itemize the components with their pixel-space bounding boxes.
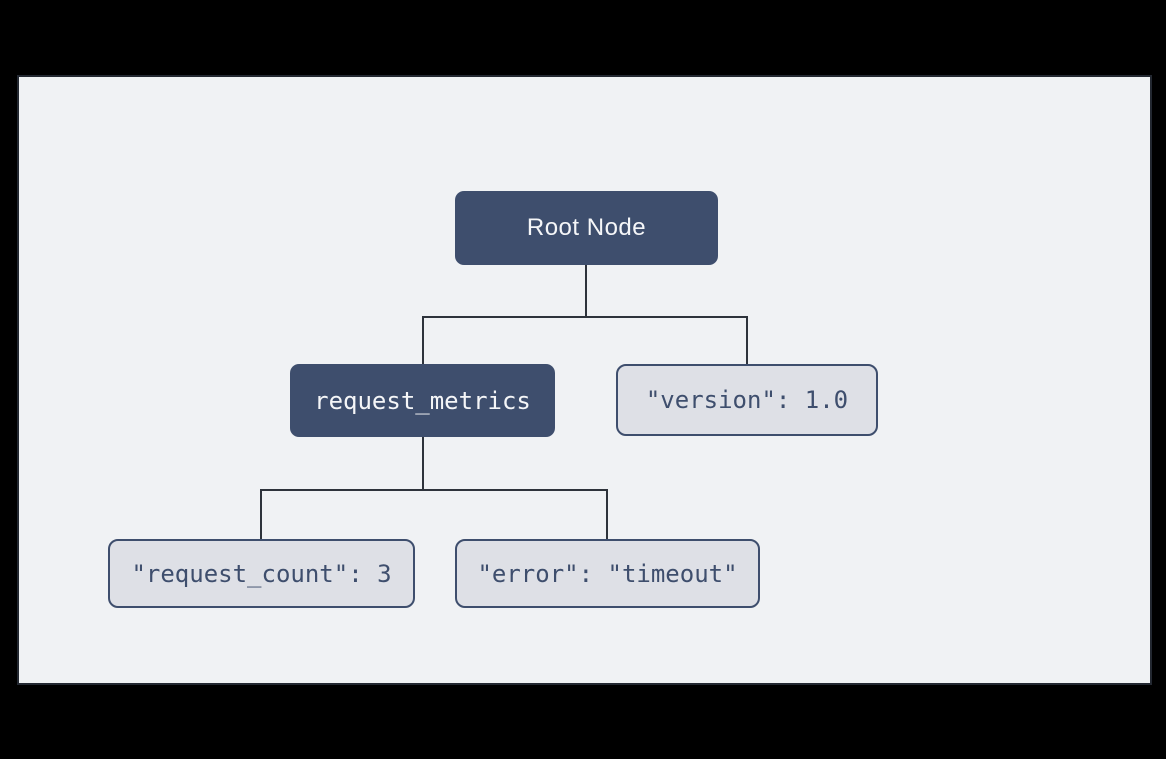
edge-to-request-count — [260, 489, 262, 539]
edge-level1-bar — [422, 316, 748, 318]
edge-to-error — [606, 489, 608, 539]
node-request-count-label: "request_count": 3 — [131, 559, 392, 588]
node-request-count: "request_count": 3 — [108, 539, 415, 608]
edge-metrics-stem — [422, 437, 424, 491]
edge-level2-bar — [260, 489, 608, 491]
edge-to-request-metrics — [422, 316, 424, 364]
edge-root-stem — [585, 265, 587, 318]
node-request-metrics-label: request_metrics — [314, 386, 531, 415]
edge-to-version — [746, 316, 748, 364]
node-root: Root Node — [455, 191, 718, 265]
node-root-label: Root Node — [526, 214, 647, 241]
node-version-label: "version": 1.0 — [645, 386, 849, 414]
node-error-label: "error": "timeout" — [477, 559, 738, 588]
node-version: "version": 1.0 — [616, 364, 878, 436]
diagram-panel: Root Node request_metrics "version": 1.0… — [17, 75, 1152, 685]
node-error: "error": "timeout" — [455, 539, 760, 608]
node-request-metrics: request_metrics — [290, 364, 555, 437]
